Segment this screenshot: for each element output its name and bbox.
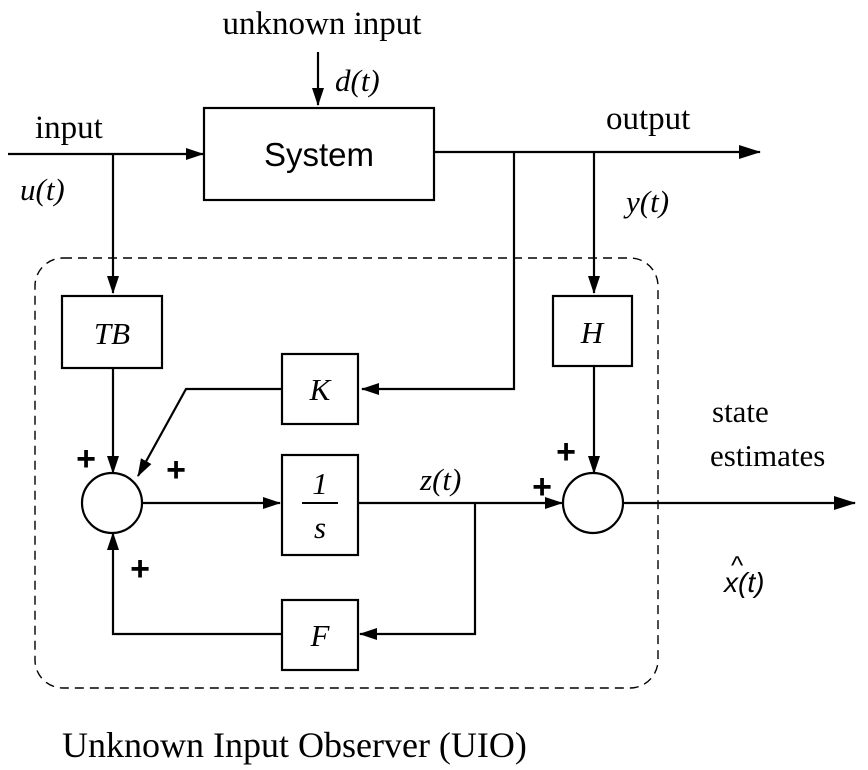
uio-boundary <box>34 257 659 689</box>
wire-k-to-sum1 <box>137 387 282 477</box>
tb-label: TB <box>94 316 130 351</box>
internal-state-label: z(t) <box>419 462 461 497</box>
integrator-numerator: 1 <box>312 466 328 501</box>
estimate-signal-label: x(t) <box>722 567 764 598</box>
unknown-input-label: unknown input <box>223 6 422 42</box>
integrator-denominator: s <box>314 510 326 545</box>
k-label: K <box>309 372 333 407</box>
system-block: System <box>202 106 436 202</box>
sum2-top-plus: + <box>556 433 576 471</box>
wire-f-to-sum1 <box>107 532 282 636</box>
sum-junction-2 <box>561 471 625 535</box>
tb-block: TB <box>60 294 164 370</box>
sum1-upper-right-plus: + <box>166 451 186 489</box>
f-block: F <box>280 598 360 672</box>
input-signal-label: u(t) <box>20 172 65 207</box>
state-estimates-label-line2: estimates <box>710 438 825 473</box>
estimate-hat: ^ <box>731 550 744 580</box>
input-label: input <box>35 110 103 146</box>
state-estimates-label-line1: state <box>712 394 769 429</box>
sum-junction-1 <box>80 471 144 535</box>
diagram-caption: Unknown Input Observer (UIO) <box>62 725 527 765</box>
wire-y-to-k <box>361 152 516 395</box>
integrator-block: 1 s <box>280 453 360 557</box>
sum1-bottom-plus: + <box>130 550 150 588</box>
sum2-left-plus: + <box>532 468 552 506</box>
h-label: H <box>580 315 605 350</box>
output-label: output <box>606 101 690 137</box>
output-signal-label: y(t) <box>623 184 669 219</box>
wire-z-to-f <box>359 503 477 640</box>
f-label: F <box>310 618 331 653</box>
sum1-top-plus: + <box>76 440 96 478</box>
disturbance-signal-label: d(t) <box>335 63 380 98</box>
k-block: K <box>280 352 360 426</box>
system-label: System <box>264 136 374 173</box>
h-block: H <box>551 294 634 368</box>
